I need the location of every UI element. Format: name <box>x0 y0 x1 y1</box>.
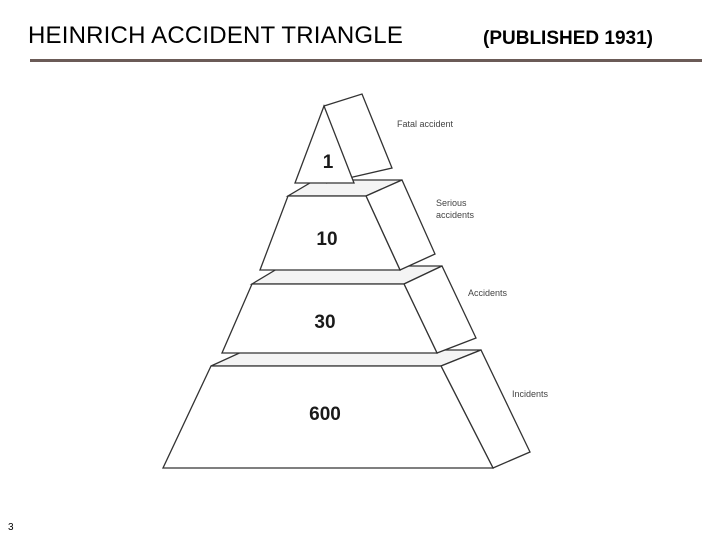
tier-fatal-value: 1 <box>323 152 334 173</box>
tier-serious-value: 10 <box>316 229 337 250</box>
tier-incidents-value: 600 <box>309 404 341 425</box>
pyramid-tier-serious-accidents: 10 Serious accidents <box>259 179 475 271</box>
tier-serious-label-line-2: accidents <box>436 210 475 220</box>
tier-incidents-front-face <box>161 365 495 469</box>
tier-accidents-front-face <box>221 283 439 354</box>
pyramid-tier-fatal-accident: 1 Fatal accident <box>294 93 454 184</box>
slide-title: HEINRICH ACCIDENT TRIANGLE <box>28 22 404 49</box>
tier-serious-front-face <box>259 195 402 271</box>
tier-fatal-front-face <box>294 104 355 184</box>
pyramid-tier-accidents: 30 Accidents <box>221 265 508 354</box>
tier-serious-label-line-1: Serious <box>436 198 467 208</box>
page-number: 3 <box>8 522 14 533</box>
title-underline <box>30 59 702 62</box>
tier-incidents-label: Incidents <box>512 389 549 399</box>
tier-accidents-value: 30 <box>314 312 335 333</box>
tier-accidents-label: Accidents <box>468 288 508 298</box>
pyramid-tier-incidents: 600 Incidents <box>161 349 549 469</box>
slide-subtitle: (PUBLISHED 1931) <box>483 28 653 49</box>
tier-fatal-label: Fatal accident <box>397 119 454 129</box>
